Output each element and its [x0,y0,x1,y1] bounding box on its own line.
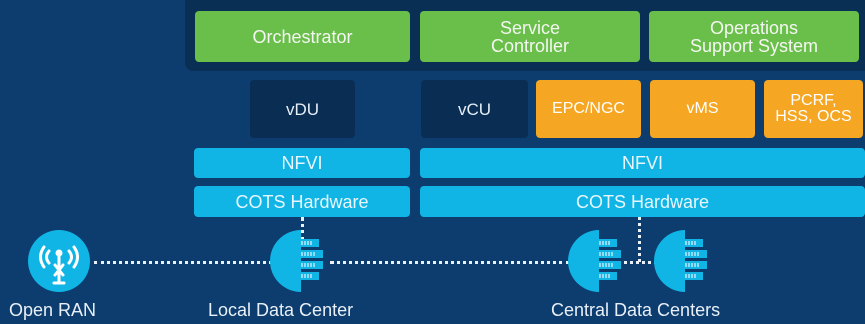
local-dc-connector [301,217,304,241]
local-nfvi-box: NFVI [194,148,410,178]
data-center-icon [568,230,621,292]
central-dc-link [612,261,657,264]
local-to-central-link [330,261,570,264]
radio-tower-icon [28,230,90,292]
vdu-box: vDU [250,80,355,138]
oss-line2: Support System [689,35,819,56]
service-controller-line2: Controller [490,35,570,56]
local-dc-label: Local Data Center [208,300,354,320]
central-dc-label: Central Data Centers [551,300,721,320]
vms-box: vMS [650,80,755,138]
epc-ngc-box: EPC/NGC [536,80,641,138]
pcrf-hss-ocs-box: PCRF, HSS, OCS [764,80,863,138]
service-controller-line1: Service [499,17,561,38]
oss-line1: Operations [709,17,799,38]
pcrf-line1: PCRF, [790,92,837,109]
service-controller-box: Service Controller [420,11,640,62]
local-cots-box: COTS Hardware [194,186,410,217]
central-dc-connector [638,217,641,262]
central-nfvi-box: NFVI [420,148,865,178]
oss-box: Operations Support System [649,11,859,62]
data-center-icon [270,230,323,292]
pcrf-line2: HSS, OCS [775,108,852,125]
ran-to-local-link [94,261,272,264]
vcu-box: vCU [421,80,528,138]
open-ran-label: Open RAN [9,300,97,320]
orchestrator-box: Orchestrator [195,11,410,62]
data-center-icon [654,230,707,292]
central-cots-box: COTS Hardware [420,186,865,217]
